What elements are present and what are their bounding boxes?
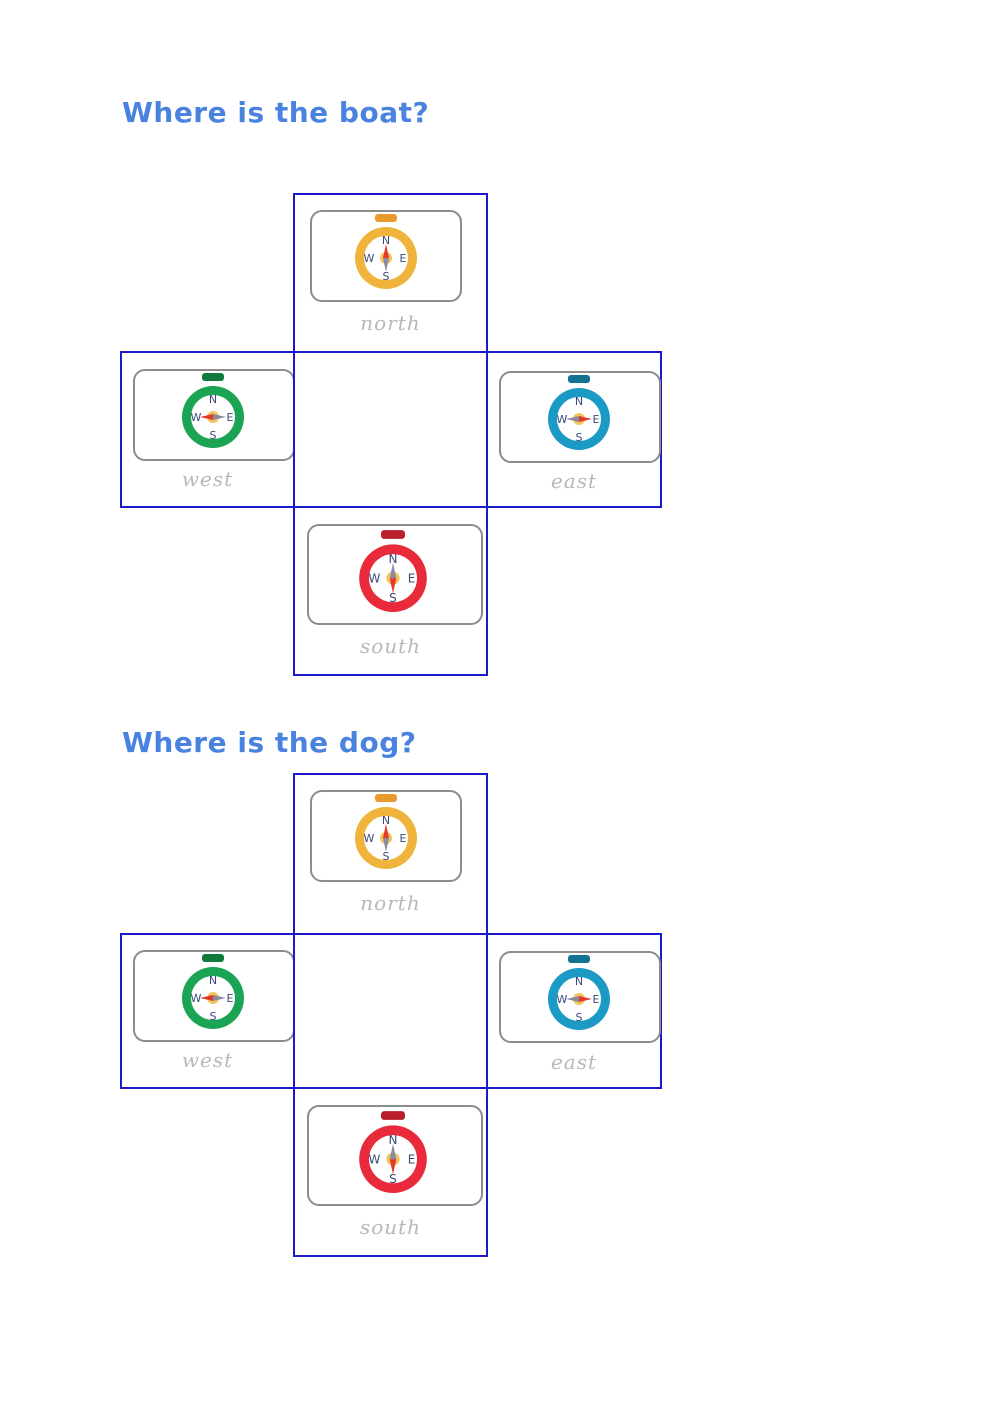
svg-text:E: E bbox=[408, 1153, 416, 1167]
cell-west[interactable]: N S W E west bbox=[120, 933, 295, 1089]
svg-text:S: S bbox=[389, 591, 397, 605]
svg-text:W: W bbox=[557, 993, 568, 1006]
cell-west[interactable]: N S W E west bbox=[120, 351, 295, 508]
direction-label: south bbox=[359, 634, 422, 658]
cell-north[interactable]: N S W E north bbox=[293, 193, 488, 353]
direction-label: west bbox=[181, 467, 234, 491]
svg-text:N: N bbox=[575, 395, 583, 408]
svg-text:N: N bbox=[209, 393, 217, 406]
compass-west-icon: N S W E bbox=[182, 954, 244, 1029]
svg-text:W: W bbox=[369, 1153, 381, 1167]
compass-east-icon: N S W E bbox=[548, 955, 610, 1030]
svg-text:E: E bbox=[227, 992, 234, 1005]
compass-card: N S W E bbox=[307, 524, 483, 625]
compass-card: N S W E bbox=[133, 950, 295, 1042]
cell-east[interactable]: N S W E east bbox=[486, 933, 662, 1089]
svg-text:W: W bbox=[364, 832, 375, 845]
compass-east-icon: N S W E bbox=[548, 375, 610, 450]
svg-text:S: S bbox=[210, 1010, 217, 1023]
svg-text:W: W bbox=[191, 992, 202, 1005]
cell-south[interactable]: N S W E south bbox=[293, 1087, 488, 1257]
cell-north[interactable]: N S W E north bbox=[293, 773, 488, 935]
svg-text:W: W bbox=[369, 572, 381, 586]
question-title-boat: Where is the boat? bbox=[122, 96, 430, 129]
cell-south[interactable]: N S W E south bbox=[293, 506, 488, 676]
svg-text:N: N bbox=[382, 234, 390, 247]
compass-card: N S W E bbox=[133, 369, 295, 461]
svg-text:W: W bbox=[364, 252, 375, 265]
compass-south-icon: N S W E bbox=[359, 1111, 427, 1193]
svg-text:N: N bbox=[382, 814, 390, 827]
direction-label: east bbox=[550, 469, 598, 493]
svg-text:W: W bbox=[191, 411, 202, 424]
compass-west-icon: N S W E bbox=[182, 373, 244, 448]
compass-card: N S W E bbox=[307, 1105, 483, 1206]
svg-text:S: S bbox=[383, 270, 390, 283]
svg-text:N: N bbox=[575, 975, 583, 988]
svg-text:E: E bbox=[400, 832, 407, 845]
compass-north-icon: N S W E bbox=[355, 214, 417, 289]
compass-card: N S W E bbox=[310, 210, 462, 302]
compass-south-icon: N S W E bbox=[359, 530, 427, 612]
svg-text:S: S bbox=[383, 850, 390, 863]
question-title-dog: Where is the dog? bbox=[122, 726, 417, 759]
direction-label: north bbox=[360, 891, 421, 915]
direction-label: north bbox=[360, 311, 421, 335]
svg-text:S: S bbox=[576, 1011, 583, 1024]
answer-drop-zone-center[interactable] bbox=[293, 351, 488, 508]
svg-text:E: E bbox=[593, 413, 600, 426]
svg-text:S: S bbox=[389, 1172, 397, 1186]
svg-text:S: S bbox=[576, 431, 583, 444]
cell-east[interactable]: N S W E east bbox=[486, 351, 662, 508]
answer-drop-zone-center[interactable] bbox=[293, 933, 488, 1089]
compass-north-icon: N S W E bbox=[355, 794, 417, 869]
svg-text:N: N bbox=[389, 1133, 398, 1147]
direction-label: east bbox=[550, 1050, 598, 1074]
direction-label: south bbox=[359, 1215, 422, 1239]
svg-text:E: E bbox=[593, 993, 600, 1006]
svg-text:E: E bbox=[400, 252, 407, 265]
compass-card: N S W E bbox=[499, 371, 661, 463]
svg-text:E: E bbox=[408, 572, 416, 586]
compass-card: N S W E bbox=[499, 951, 661, 1043]
compass-card: N S W E bbox=[310, 790, 462, 882]
direction-label: west bbox=[181, 1048, 234, 1072]
svg-text:N: N bbox=[209, 974, 217, 987]
svg-text:S: S bbox=[210, 429, 217, 442]
svg-text:W: W bbox=[557, 413, 568, 426]
svg-text:N: N bbox=[389, 552, 398, 566]
svg-text:E: E bbox=[227, 411, 234, 424]
